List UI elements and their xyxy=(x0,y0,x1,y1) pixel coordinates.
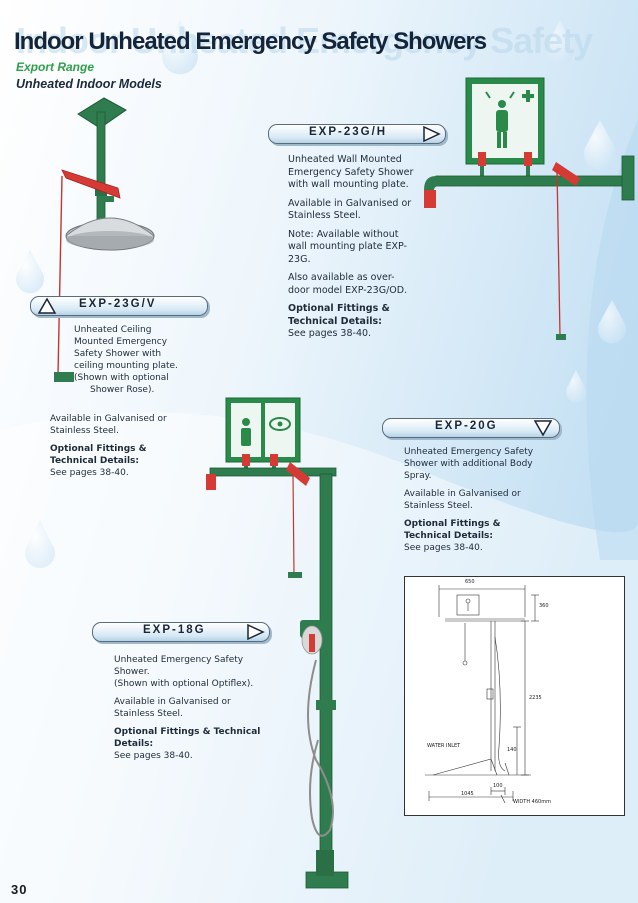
technical-drawing: 650 360 2235 140 WATER INLET 100 1045 WI… xyxy=(404,576,625,816)
page-title: Indoor Unheated Emergency Safety Showers xyxy=(14,28,487,55)
exp-20g-pages: See pages 38-40. xyxy=(404,543,483,553)
exp-23g-v-line-6: Shower Rose). xyxy=(90,385,155,395)
triangle-down-icon xyxy=(533,420,553,437)
models-subtitle: Unheated Indoor Models xyxy=(16,77,162,91)
triangle-up-icon xyxy=(37,297,57,314)
banner-exp-23g-v: EXP-23G/V xyxy=(30,296,208,316)
exp-20g-details: Unheated Emergency Safety Shower with ad… xyxy=(404,446,534,554)
dim-inlet: 140 xyxy=(507,747,517,753)
exp-23g-h-description: Unheated Wall Mounted Emergency Safety S… xyxy=(288,154,414,190)
width-note: WIDTH 460mm xyxy=(513,799,551,805)
banner-exp-18g: EXP-18G xyxy=(92,622,270,642)
exp-20g-illustration xyxy=(206,397,349,889)
exp-23g-v-line-2: Mounted Emergency xyxy=(74,337,168,347)
exp-23g-v-illustration xyxy=(54,97,155,382)
range-label: Export Range xyxy=(16,60,95,74)
exp-20g-fittings-label: Optional Fittings & Technical Details: xyxy=(404,519,501,541)
exp-23g-v-availability: Available in Galvanised or Stainless Ste… xyxy=(50,414,167,436)
technical-drawing-lines xyxy=(425,585,539,804)
exp-18g-fittings-label: Optional Fittings & Technical Details: xyxy=(114,727,261,749)
triangle-right-icon xyxy=(423,125,441,143)
exp-23g-v-pages: See pages 38-40. xyxy=(50,468,129,478)
exp-23g-h-fittings-label: Optional Fittings & Technical Details: xyxy=(288,303,390,327)
exp-18g-availability: Available in Galvanised or Stainless Ste… xyxy=(114,697,231,719)
exp-23g-v-fittings-label: Optional Fittings & Technical Details: xyxy=(50,444,147,466)
product-code-exp-23g-v: EXP-23G/V xyxy=(79,298,157,310)
exp-18g-details: Unheated Emergency Safety Shower. (Shown… xyxy=(114,654,264,762)
banner-exp-20g: EXP-20G xyxy=(382,418,560,438)
exp-18g-description-2: (Shown with optional Optiflex). xyxy=(114,679,254,689)
exp-23g-h-availability: Available in Galvanised or Stainless Ste… xyxy=(288,197,412,222)
product-code-exp-18g: EXP-18G xyxy=(143,624,206,636)
exp-23g-h-details: Unheated Wall Mounted Emergency Safety S… xyxy=(288,154,416,341)
triangle-right-icon xyxy=(247,623,265,641)
dim-base: 1045 xyxy=(461,791,474,797)
dim-height: 2235 xyxy=(529,695,542,701)
exp-23g-h-extra: Also available as over-door model EXP-23… xyxy=(288,272,408,296)
dim-top: 650 xyxy=(465,579,475,585)
water-inlet-label: WATER INLET xyxy=(427,743,461,749)
dim-small: 100 xyxy=(493,783,503,789)
exp-20g-availability: Available in Galvanised or Stainless Ste… xyxy=(404,489,521,511)
exp-18g-pages: See pages 38-40. xyxy=(114,751,193,761)
exp-23g-h-illustration xyxy=(424,77,635,340)
exp-20g-description: Unheated Emergency Safety Shower with ad… xyxy=(404,447,534,481)
exp-23g-v-line-3: Safety Shower with xyxy=(74,349,162,359)
product-code-exp-20g: EXP-20G xyxy=(435,420,498,432)
exp-23g-h-note: Note: Available without wall mounting pl… xyxy=(288,228,407,265)
exp-23g-v-line-4: ceiling mounting plate. xyxy=(74,361,178,371)
exp-23g-v-details: Available in Galvanised or Stainless Ste… xyxy=(50,413,168,479)
page-number: 30 xyxy=(11,882,28,897)
exp-23g-v-line-5: (Shown with optional xyxy=(74,373,169,383)
banner-exp-23g-h: EXP-23G/H xyxy=(268,124,446,144)
dim-head: 360 xyxy=(539,603,549,609)
exp-18g-description: Unheated Emergency Safety Shower. xyxy=(114,655,244,677)
exp-23g-v-description: Unheated Ceiling Mounted Emergency Safet… xyxy=(74,324,184,396)
ghost-title: Indoor Unheated Emergency Safety xyxy=(16,20,593,61)
product-code-exp-23g-h: EXP-23G/H xyxy=(309,126,388,138)
exp-23g-h-pages: See pages 38-40. xyxy=(288,328,372,339)
exp-23g-v-line-1: Unheated Ceiling xyxy=(74,325,152,335)
